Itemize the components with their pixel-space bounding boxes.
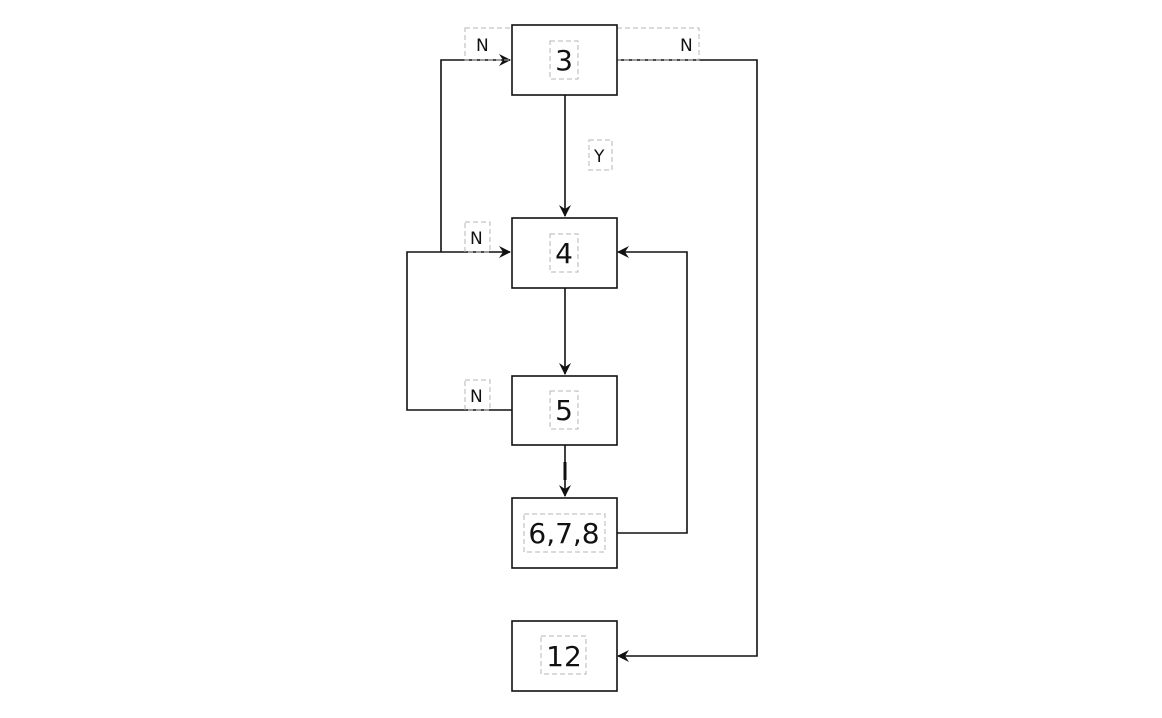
node-4: 4 [511,217,618,289]
edge-5-to-4 [406,246,512,411]
node-3-box [511,24,618,96]
node-5: 5 [511,375,618,446]
edge-label-3-to-12: N [680,36,693,56]
edge-678-to-4 [617,246,688,534]
edge-label-box-5 [464,379,491,411]
edge-label-box-4 [464,221,491,253]
node-12: 12 [511,620,618,692]
node-12-box [511,620,618,692]
node-3-label-box [549,40,579,80]
edge-label-box-y [588,139,613,171]
node-5-label-box [549,390,579,430]
edges [406,54,758,662]
node-3-label: 3 [555,44,573,77]
node-12-label: 12 [546,640,582,673]
edge-label-5-to-4: N [470,229,483,249]
node-5-box [511,375,618,446]
node-3: 3 [511,24,618,96]
node-678-label: 6,7,8 [528,517,599,550]
edge-label-5-loop: N [470,387,483,407]
node-678-label-box [523,513,606,553]
node-4-box [511,217,618,289]
node-4-label: 4 [555,237,573,270]
edge-3-to-12 [617,59,758,662]
node-12-label-box [540,635,587,675]
node-5-label: 5 [555,394,573,427]
node-678: 6,7,8 [511,497,618,569]
edge-label-4-to-3: N [476,36,489,56]
edge-4-to-3 [440,54,511,252]
edge-labels: N N Y N N [464,27,700,411]
node-4-label-box [549,233,579,273]
node-678-box [511,497,618,569]
edge-label-3-to-4: Y [593,147,605,167]
